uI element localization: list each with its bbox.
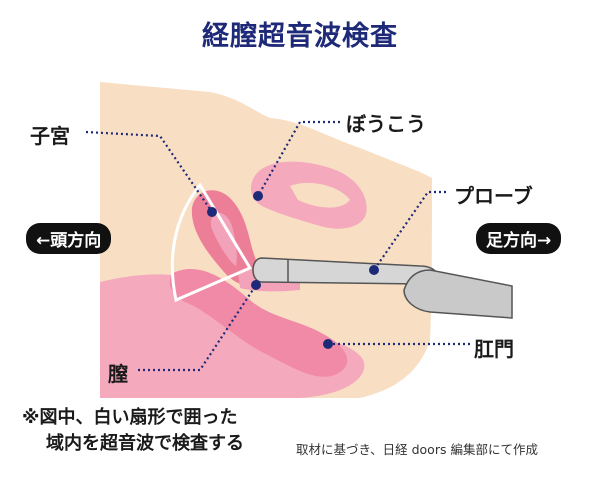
rectum-shape (169, 268, 348, 377)
leader-lines (85, 120, 470, 372)
dot-uterus (207, 207, 217, 217)
dot-anus (323, 339, 333, 349)
leader-probe (373, 190, 446, 271)
foot-direction-badge: 足方向→ (476, 223, 562, 254)
ultrasound-fan (170, 182, 253, 303)
leader-bladder (257, 120, 340, 197)
dot-probe (369, 265, 379, 275)
probe-handle (403, 269, 513, 319)
footnote-line1: ※図中、白い扇形で囲った (22, 407, 238, 428)
label-bladder: ぼうこう (346, 112, 426, 136)
dot-bladder (253, 191, 263, 201)
leader-vagina (138, 284, 257, 372)
source-credit: 取材に基づき、日経 doors 編集部にて作成 (296, 442, 538, 457)
bladder-inner (290, 182, 350, 208)
footnote: ※図中、白い扇形で囲った 域内を超音波で検査する (22, 405, 244, 457)
uterus-cavity (210, 212, 237, 266)
dot-vagina (251, 280, 261, 290)
label-vagina: 膣 (108, 362, 128, 386)
leader-dots (207, 191, 379, 349)
head-direction-badge: ←頭方向 (26, 223, 112, 254)
label-probe: プローブ (454, 184, 533, 208)
leader-uterus (85, 130, 213, 213)
page-title: 経膣超音波検査 (202, 21, 398, 52)
footnote-line2: 域内を超音波で検査する (46, 433, 244, 454)
label-uterus: 子宮 (30, 124, 70, 148)
label-anus: 肛門 (474, 337, 514, 361)
